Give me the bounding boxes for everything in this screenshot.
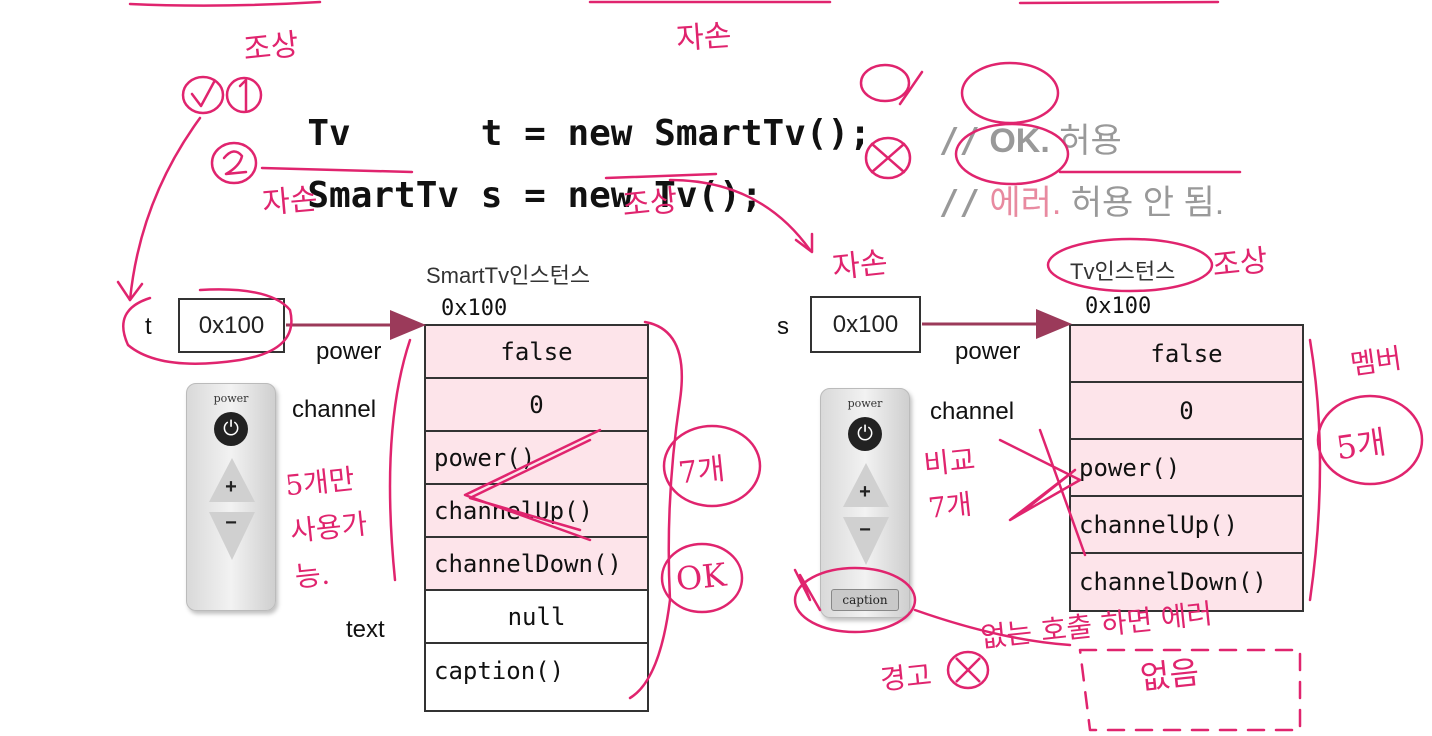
- ink-descendant-top: 자손: [675, 18, 733, 57]
- code-line2-type: SmartTv: [307, 175, 460, 216]
- right-cell-channeldown-method: channelDown(): [1071, 554, 1302, 610]
- left-label-power: power: [316, 338, 382, 365]
- code-line-2: SmartTv s = new Tv();: [264, 134, 762, 216]
- ink-members: 멤버: [1348, 341, 1404, 382]
- left-cell-channelup-method: channelUp(): [426, 485, 647, 538]
- ink-num2: [222, 150, 248, 176]
- right-cell-channel-value: 0: [1071, 383, 1302, 440]
- comment-status-error: 에러.: [989, 184, 1062, 222]
- ink-ratio: 비교 7개: [922, 442, 977, 525]
- left-label-channel: channel: [292, 396, 377, 423]
- comment-prefix-2: //: [938, 183, 980, 223]
- smarttv-instance-title: SmartTv인스턴스: [426, 263, 591, 288]
- comment-text-2: 허용 안 됨.: [1070, 184, 1225, 222]
- smarttv-remote: power ⏻ + −: [186, 383, 276, 611]
- right-cell-power-value: false: [1071, 326, 1302, 383]
- remote-up-triangle[interactable]: [209, 458, 255, 502]
- remote-plus: +: [225, 476, 237, 498]
- var-s-label: s: [777, 313, 789, 340]
- ink-usable: 5개만 사용가능.: [283, 462, 369, 594]
- ink-right-bracket: [1308, 338, 1322, 602]
- tv-instance-address: 0x100: [1085, 294, 1152, 319]
- code-line1-type: Tv: [307, 113, 351, 154]
- smarttv-instance-table: false 0 power() channelUp() channelDown(…: [424, 324, 649, 712]
- ref-box-t: 0x100: [178, 298, 285, 353]
- var-t-label: t: [145, 313, 152, 340]
- ink-top-stroke-left: [128, 0, 322, 7]
- tv-remote: power ⏻ + − caption: [820, 388, 910, 618]
- remote-minus: −: [859, 519, 871, 541]
- ink-num2-circle: [210, 141, 258, 185]
- ink-x-circle: [864, 136, 912, 180]
- ink-right-count: 5개: [1333, 422, 1389, 468]
- ink-left-count: 7개: [676, 451, 727, 492]
- ink-curve-to-t: [128, 116, 202, 302]
- remote-power-label: power: [213, 392, 249, 405]
- remote-minus: −: [225, 512, 237, 534]
- left-cell-caption-method: caption(): [434, 656, 565, 685]
- left-cell-power-value: false: [426, 326, 647, 379]
- left-cell-channel-value: 0: [426, 379, 647, 432]
- power-icon[interactable]: ⏻: [848, 417, 882, 451]
- ink-scribble-remote: [793, 568, 822, 612]
- ink-top-stroke-right: [1018, 0, 1220, 5]
- remote-down-triangle[interactable]: [843, 517, 889, 565]
- code-line-1: Tv t = new SmartTv();: [264, 72, 871, 154]
- ink-ancestor-top: 조상: [241, 27, 301, 68]
- remote-caption-button[interactable]: caption: [831, 589, 899, 611]
- remote-plus: +: [859, 481, 871, 503]
- ink-warning: 경고: [878, 658, 934, 697]
- ink-ancestor-tv: 조상: [620, 183, 680, 224]
- ink-num1: [238, 78, 248, 112]
- ref-box-s: 0x100: [810, 296, 921, 353]
- ink-descendant-right: 자손: [830, 245, 890, 286]
- right-label-power: power: [955, 338, 1021, 365]
- remote-up-triangle[interactable]: [843, 463, 889, 507]
- tv-instance-title: Tv인스턴스: [1070, 259, 1176, 284]
- power-icon[interactable]: ⏻: [214, 412, 248, 446]
- ink-missing: 없음: [1138, 653, 1201, 697]
- remote-down-triangle[interactable]: [209, 512, 255, 560]
- left-cell-text-value: null: [426, 591, 647, 644]
- right-cell-power-method: power(): [1071, 440, 1302, 497]
- remote-power-label: power: [847, 397, 883, 410]
- tv-instance-table: false 0 power() channelUp() channelDown(…: [1069, 324, 1304, 612]
- ink-left-ok: OK: [674, 555, 728, 599]
- ink-check-mark: [190, 80, 216, 108]
- ink-descendant-smarttv: 자손: [260, 181, 319, 222]
- right-label-channel: channel: [930, 398, 1015, 425]
- smarttv-instance-address: 0x100: [441, 296, 508, 321]
- code-line2-comment: // 에러. 허용 안 됨.: [920, 136, 1224, 224]
- ink-bracket-left: [388, 338, 412, 582]
- left-cell-channeldown-method: channelDown(): [426, 538, 647, 591]
- comment-text-1: 허용: [1059, 122, 1122, 160]
- ink-slash-1: [898, 70, 924, 106]
- left-label-text: text: [346, 616, 385, 643]
- right-cell-channelup-method: channelUp(): [1071, 497, 1302, 554]
- ink-check-circle: [181, 75, 225, 115]
- ink-num1-circle: [225, 76, 263, 114]
- left-cell-power-method: power(): [426, 432, 647, 485]
- code-line1-rest: t = new SmartTv();: [480, 113, 871, 154]
- ink-ancestor-right: 조상: [1210, 243, 1270, 284]
